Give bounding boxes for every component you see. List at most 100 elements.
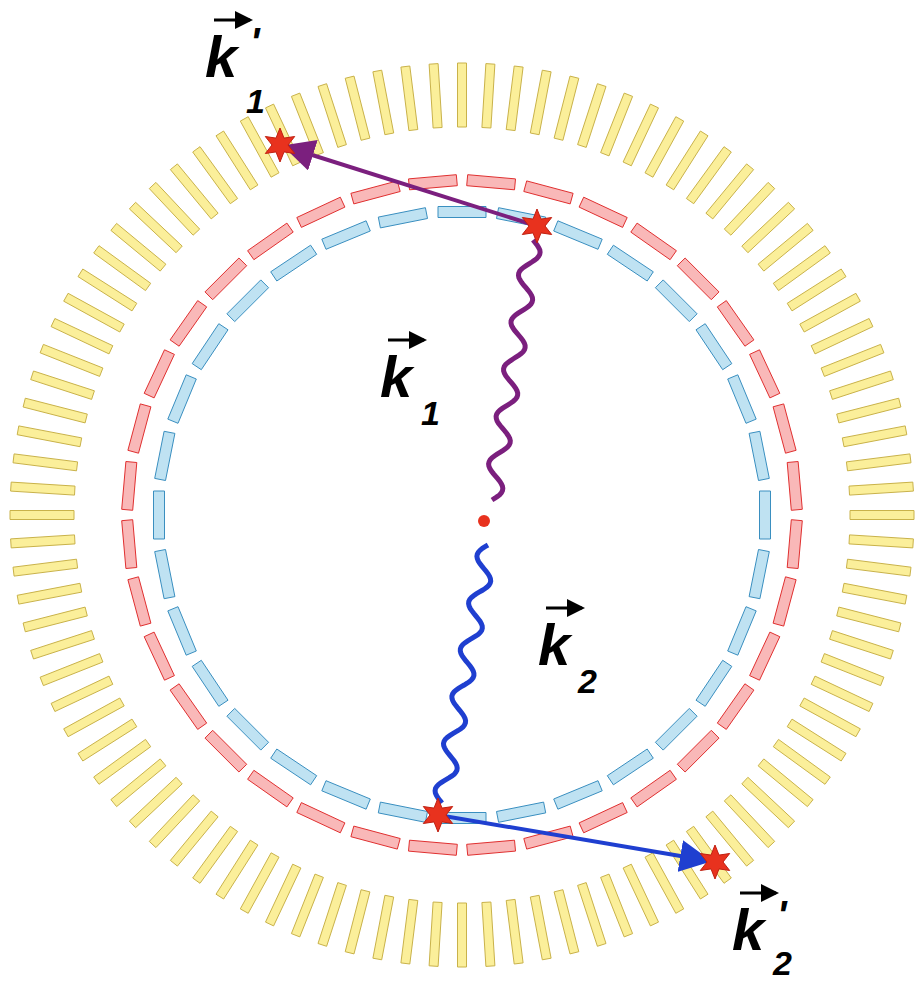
detector-bar	[655, 708, 697, 750]
detector-bar	[401, 66, 418, 131]
detector-bar	[578, 883, 606, 947]
detector-bar	[728, 375, 757, 424]
detector-bar	[192, 660, 228, 706]
detector-bar	[51, 319, 113, 354]
detector-bar	[846, 559, 911, 576]
scatter-arrow	[438, 815, 704, 860]
detector-bar	[554, 890, 579, 954]
detector-bar	[40, 654, 103, 686]
detector-bar	[554, 781, 603, 810]
source-point	[478, 515, 490, 527]
detector-bar	[811, 676, 873, 711]
detector-bar	[401, 899, 418, 964]
detector-bar	[821, 654, 884, 686]
detector-bar	[623, 864, 658, 926]
detector-bar	[850, 511, 914, 520]
detector-bar	[837, 607, 901, 632]
vector-arrow	[546, 607, 582, 610]
detector-bar	[846, 454, 911, 471]
detector-bar	[291, 874, 323, 937]
detector-bar	[506, 66, 523, 131]
detector-bar	[645, 853, 684, 914]
detector-bar	[677, 730, 719, 772]
detector-bar	[31, 631, 95, 659]
detector-bar	[122, 462, 137, 511]
detector-bar	[345, 76, 370, 140]
detector-bar	[429, 902, 442, 966]
detector-bar	[248, 223, 294, 260]
detector-bar	[760, 491, 771, 539]
detector-bar	[122, 520, 137, 569]
detector-bar	[409, 840, 458, 855]
detector-bar	[554, 221, 603, 250]
detector-bar	[601, 93, 633, 156]
detector-bar	[467, 175, 516, 190]
detector-bar	[749, 550, 769, 599]
detector-bar	[23, 398, 87, 423]
prime-mark: '	[250, 22, 260, 62]
detector-bar	[717, 684, 754, 730]
detector-bar	[579, 803, 627, 833]
detector-bar	[154, 491, 165, 539]
detector-bar	[168, 375, 197, 424]
detector-bar	[579, 197, 627, 227]
detector-bar	[373, 895, 394, 960]
detector-bar	[11, 482, 75, 495]
interaction-star	[265, 128, 294, 162]
interaction-stars	[265, 128, 729, 879]
detector-bar	[378, 802, 427, 822]
detector-bar	[842, 426, 907, 447]
detector-bar	[849, 535, 913, 548]
interaction-star	[522, 209, 551, 243]
detector-bar	[837, 398, 901, 423]
detector-bar	[271, 749, 317, 785]
detector-bar	[378, 208, 427, 228]
detector-bar	[128, 577, 151, 626]
detector-bar	[787, 462, 802, 511]
vector-symbol: k	[538, 616, 570, 674]
detector-bar	[717, 301, 754, 347]
detector-bar	[655, 280, 697, 322]
detector-bar	[170, 301, 207, 347]
vector-arrow	[388, 339, 424, 342]
detector-bar	[322, 221, 371, 250]
detector-bar	[578, 84, 606, 148]
detector-bar	[458, 63, 467, 127]
detector-bar	[631, 223, 677, 260]
prime-mark: '	[777, 895, 787, 935]
detector-bar	[40, 344, 103, 376]
detector-bar	[227, 708, 269, 750]
detector-bar	[601, 874, 633, 937]
detector-bar	[318, 883, 346, 947]
detector-bar	[787, 520, 802, 569]
detector-bar	[168, 607, 197, 656]
subscript-index: 1	[246, 84, 265, 118]
photon-wave	[435, 545, 491, 803]
detector-bar	[821, 344, 884, 376]
detector-bar	[13, 559, 78, 576]
detector-bar	[51, 676, 113, 711]
detector-bar	[227, 280, 269, 322]
detector-bar	[467, 840, 516, 855]
subscript-index: 2	[578, 664, 597, 698]
interaction-star	[700, 845, 729, 879]
vector-symbol: k	[205, 28, 237, 86]
detector-bar	[192, 324, 228, 370]
subscript-index: 2	[773, 946, 792, 980]
detector-bar	[144, 350, 174, 398]
detector-bar	[607, 749, 653, 785]
detector-bar	[749, 431, 769, 480]
detector-bar	[17, 426, 82, 447]
detector-bar	[677, 258, 719, 300]
detector-bar	[345, 890, 370, 954]
detector-bar	[696, 324, 732, 370]
detector-bar	[830, 371, 894, 399]
detector-bar	[170, 684, 207, 730]
detector-bar	[607, 245, 653, 281]
detector-bar	[830, 631, 894, 659]
detector-bar	[530, 895, 551, 960]
detector-bar	[497, 802, 546, 822]
detector-bar	[297, 803, 345, 833]
